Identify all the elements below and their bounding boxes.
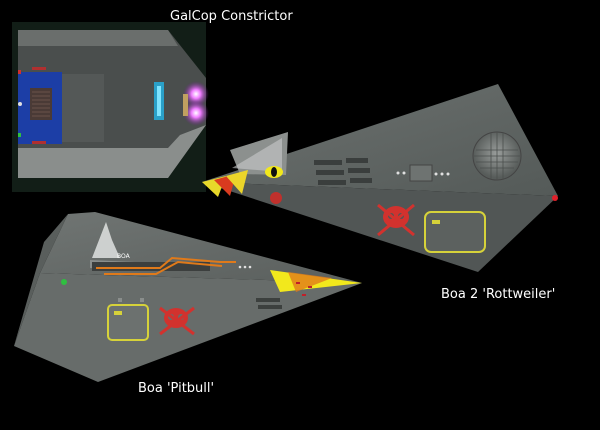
engine-glow-icon <box>183 100 209 126</box>
hatch-panel-icon <box>107 304 149 341</box>
hull-tag-label: BOA <box>117 253 131 260</box>
skull-decal-icon <box>159 306 195 336</box>
ship-caption-rottweiler: Boa 2 'Rottweiler' <box>441 287 556 302</box>
engine-glow-icon <box>183 81 209 107</box>
constrictor-ship <box>12 22 209 192</box>
rottweiler-ship <box>202 84 558 272</box>
skull-decal-icon <box>377 203 415 237</box>
ship-caption-pitbull: Boa 'Pitbull' <box>138 381 215 396</box>
pitbull-ship <box>14 212 362 382</box>
hatch-panel-icon <box>424 211 486 253</box>
ship-caption-constrictor: GalCop Constrictor <box>170 9 293 24</box>
